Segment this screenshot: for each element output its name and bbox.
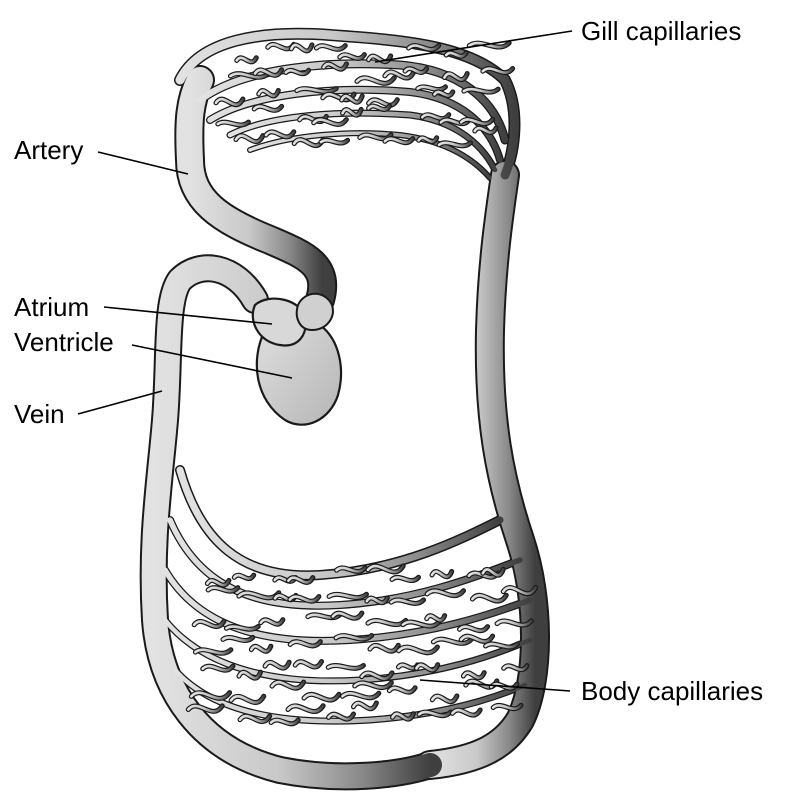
leader-artery [98, 152, 188, 174]
label-artery: Artery [14, 135, 83, 165]
leader-vein [78, 391, 162, 414]
heart [253, 294, 341, 425]
bulbus-shape [297, 294, 333, 330]
label-vein: Vein [14, 399, 65, 429]
label-ventricle: Ventricle [14, 327, 114, 357]
label-atrium: Atrium [14, 292, 89, 322]
label-body-capillaries: Body capillaries [581, 676, 763, 706]
blood-vessels [154, 34, 536, 777]
label-gill-capillaries: Gill capillaries [581, 16, 741, 46]
